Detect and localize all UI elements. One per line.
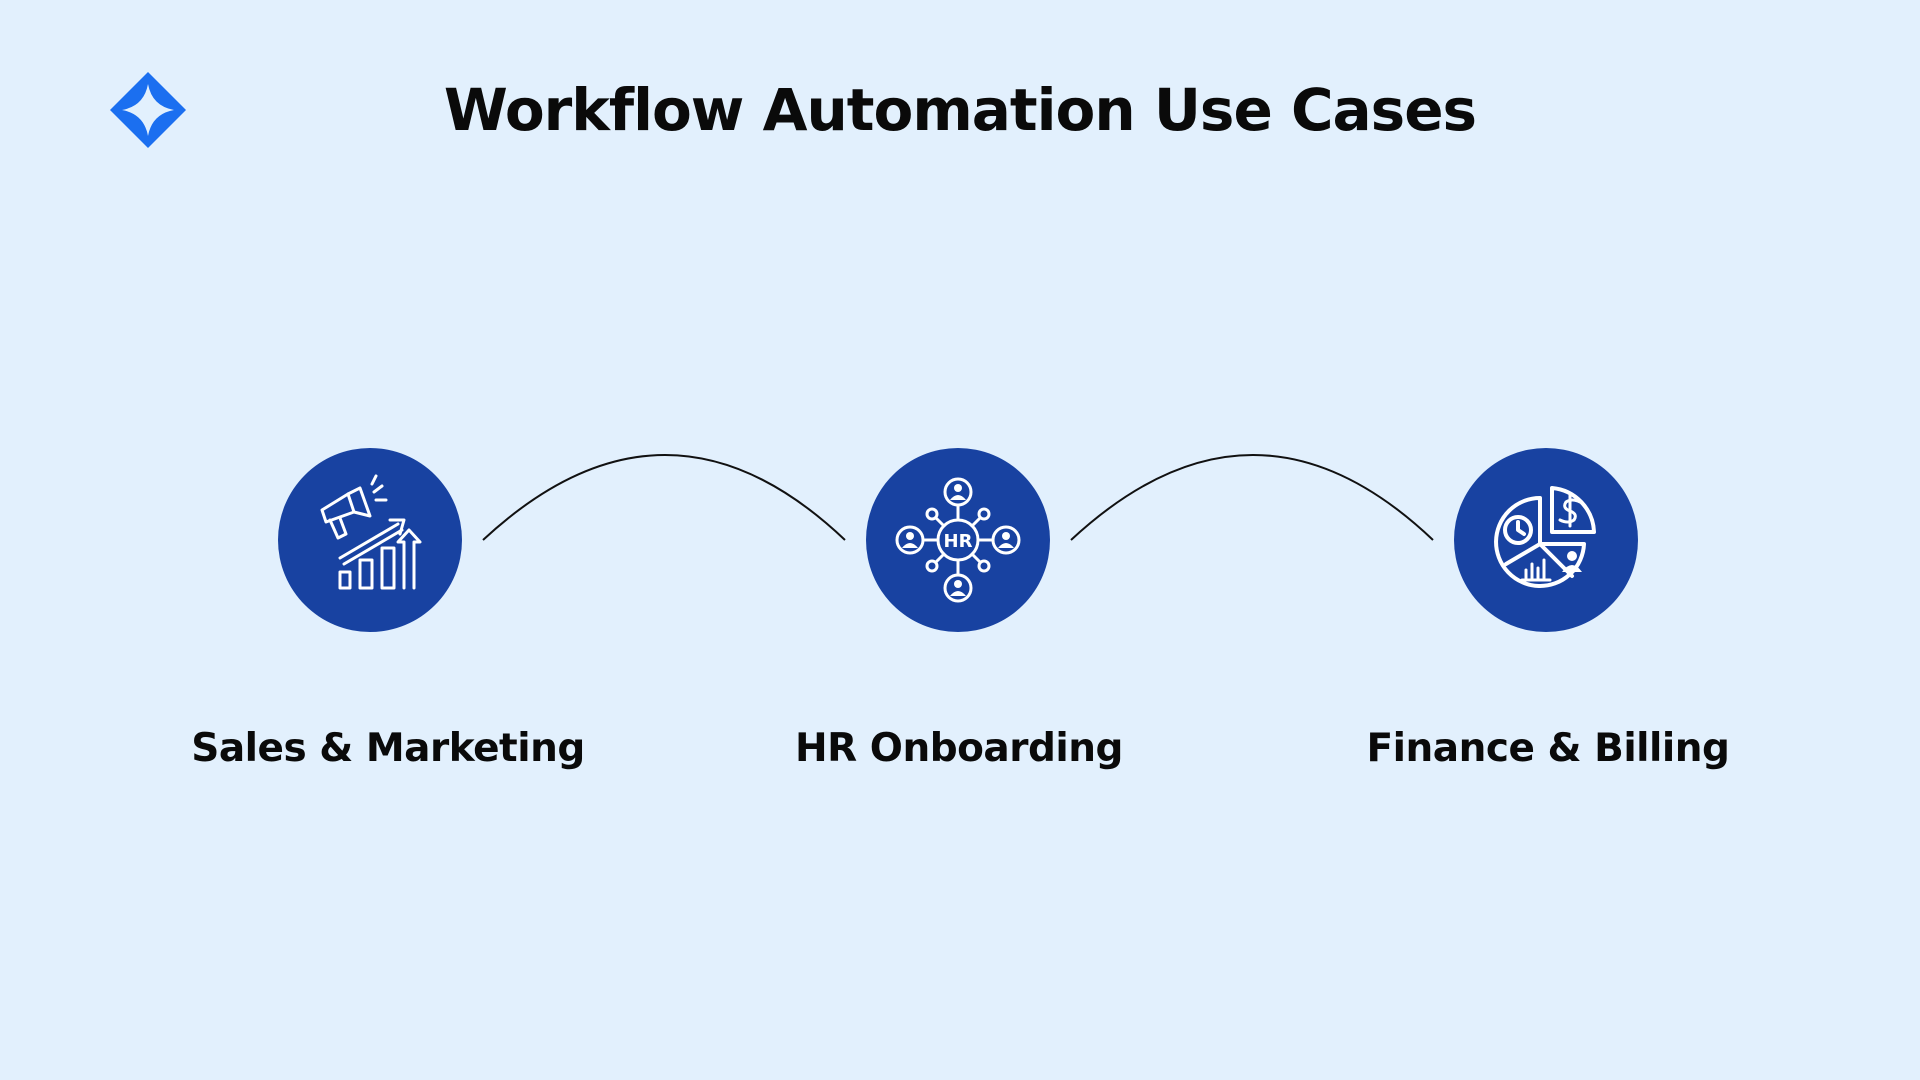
connector-arc-1 <box>482 454 846 541</box>
finance-pie-chart-icon <box>1494 486 1596 588</box>
node-label-hr-onboarding: HR Onboarding <box>795 726 1123 771</box>
node-label-finance-billing: Finance & Billing <box>1366 726 1730 771</box>
node-label-sales-marketing: Sales & Marketing <box>191 726 585 771</box>
connector-arc-2 <box>1070 454 1434 541</box>
page-title: Workflow Automation Use Cases <box>443 76 1477 144</box>
megaphone-growth-chart-icon <box>320 474 422 590</box>
hr-network-icon: HR <box>895 477 1021 603</box>
node-finance-billing <box>1454 448 1638 632</box>
node-hr-onboarding: HR <box>866 448 1050 632</box>
hr-icon-text: HR <box>944 531 973 552</box>
brand-logo-icon <box>110 72 186 148</box>
node-sales-marketing <box>278 448 462 632</box>
